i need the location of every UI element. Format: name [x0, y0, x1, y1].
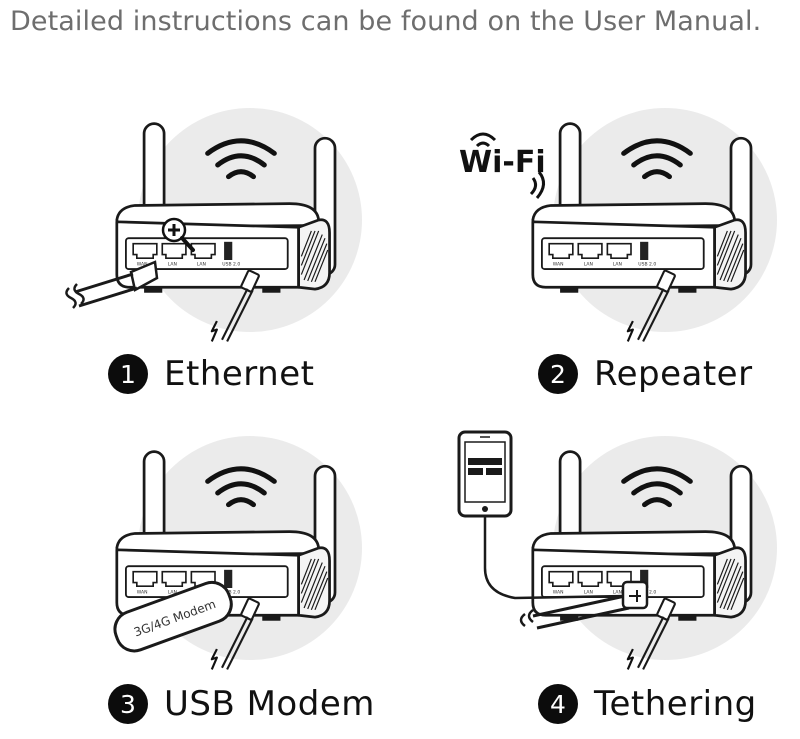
- wifi-logo: Wi-Fi: [459, 132, 546, 199]
- mode-label-tethering: Tethering: [594, 684, 757, 724]
- illustration-tethering: [457, 430, 777, 671]
- mode-label-usb-modem: USB Modem: [164, 684, 375, 724]
- ethernet-cable: [65, 260, 159, 309]
- caption-tethering: 4 Tethering: [538, 684, 757, 724]
- mode-label-repeater: Repeater: [594, 354, 753, 394]
- caption-repeater: 2 Repeater: [538, 354, 753, 394]
- step-number-badge: 1: [108, 354, 148, 394]
- mode-label-ethernet: Ethernet: [164, 354, 315, 394]
- wifi-logo-text: Wi-Fi: [459, 145, 546, 180]
- caption-usb-modem: 3 USB Modem: [108, 684, 375, 724]
- illustration-repeater: Wi-Fi: [459, 108, 777, 343]
- zoom-icon: [161, 217, 195, 252]
- usb-tether-cable: [483, 516, 649, 630]
- step-number-badge: 3: [108, 684, 148, 724]
- step-number-badge: 2: [538, 354, 578, 394]
- headline-text: Detailed instructions can be found on th…: [10, 6, 762, 37]
- illustration-ethernet: [65, 108, 362, 343]
- step-number-badge: 4: [538, 684, 578, 724]
- smartphone-icon: [457, 430, 513, 518]
- illustration-usb-modem: 3G/4G Modem: [113, 436, 362, 671]
- caption-ethernet: 1 Ethernet: [108, 354, 314, 394]
